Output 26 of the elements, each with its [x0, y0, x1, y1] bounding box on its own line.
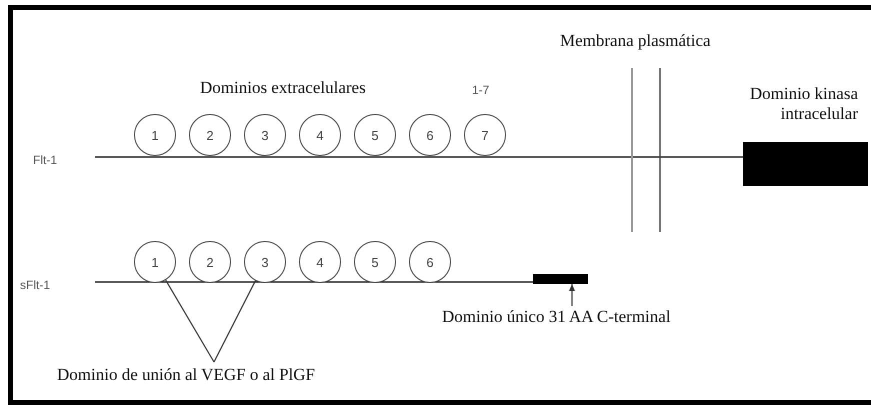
domain-circle: 4	[299, 241, 341, 283]
domain-circle: 5	[354, 241, 396, 283]
domain-circle: 5	[354, 114, 396, 156]
domain-circle: 1	[134, 241, 176, 283]
domain-circle: 3	[244, 114, 286, 156]
domain-bar	[533, 274, 588, 284]
region-label: Dominio kinasa intracelular	[748, 84, 858, 124]
domain-bar	[743, 142, 868, 186]
domain-circle: 6	[409, 114, 451, 156]
domain-circle: 7	[464, 114, 506, 156]
arrow	[569, 284, 575, 306]
leader-line	[165, 280, 215, 362]
domain-circle: 4	[299, 114, 341, 156]
membrane-label: Membrana plasmática	[560, 31, 711, 51]
domain-circle: 2	[189, 114, 231, 156]
protein-name: sFlt-1	[20, 277, 50, 294]
domain-range-label: 1-7	[472, 82, 490, 99]
domain-circle: 1	[134, 114, 176, 156]
region-label: Dominios extracelulares	[200, 78, 366, 98]
domain-caption: Dominio único 31 AA C-terminal	[442, 306, 671, 328]
domain-circle: 3	[244, 241, 286, 283]
leader-line	[213, 280, 256, 362]
domain-caption: Dominio de unión al VEGF o al PlGF	[57, 364, 315, 386]
domain-circle: 6	[409, 241, 451, 283]
domain-circle: 2	[189, 241, 231, 283]
protein-name: Flt-1	[33, 152, 57, 169]
